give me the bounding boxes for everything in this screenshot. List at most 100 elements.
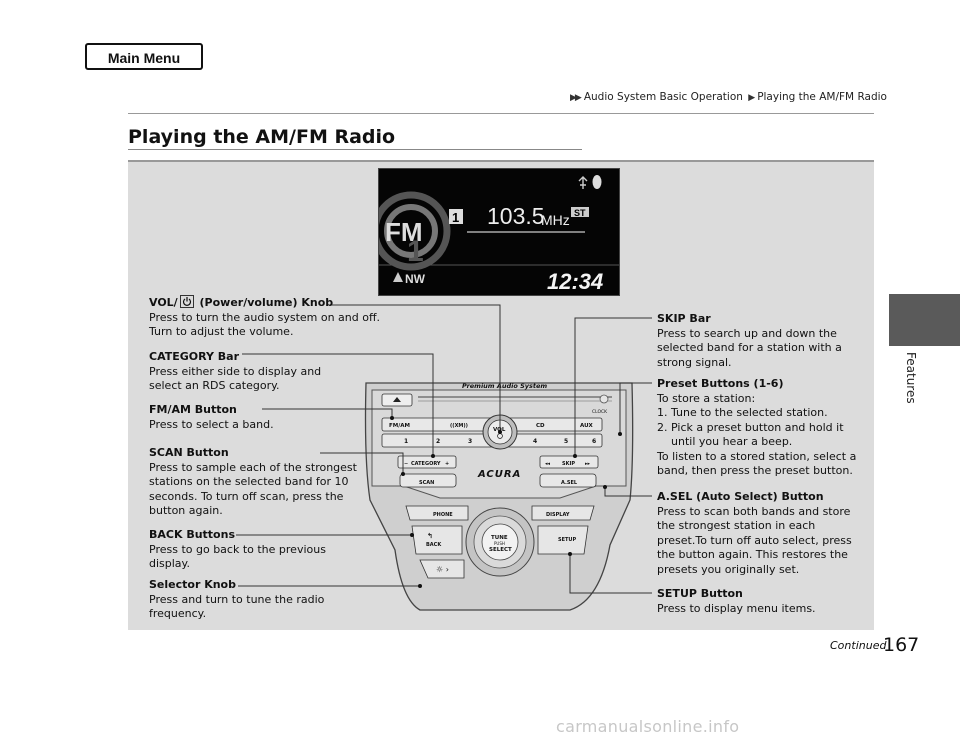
callout-vol-knob: VOL/ (Power/volume) Knob Press to turn t… — [149, 295, 380, 340]
aux-button[interactable]: AUX — [580, 423, 594, 429]
fm-am-button[interactable]: FM/AM — [389, 423, 410, 429]
callout-line: Press to sample each of the strongest — [149, 460, 357, 474]
callout-line: the strongest station in each — [657, 519, 816, 532]
back-label: BACK — [426, 542, 442, 548]
callout-title: FM/AM Button — [149, 403, 237, 416]
asel-button[interactable] — [539, 473, 597, 488]
callout-category-bar: CATEGORY Bar Press either side to displa… — [149, 350, 321, 394]
leader-dot — [568, 552, 572, 556]
preset-big: 1 — [407, 235, 424, 268]
brightness-button[interactable] — [419, 559, 465, 579]
callout-line: Press to scan both bands and store — [657, 504, 851, 518]
callout-line: Press to go back to the previous — [149, 542, 326, 556]
leader-dot — [498, 430, 502, 434]
callout-line: To store a station: — [657, 391, 756, 405]
leader-fmam — [262, 408, 393, 418]
stereo-label: ST — [574, 208, 586, 218]
callout-line: frequency. — [149, 607, 207, 620]
scan-button[interactable] — [399, 473, 457, 488]
category-label: CATEGORY — [411, 461, 441, 467]
preset-button-1[interactable]: 1 — [404, 438, 408, 445]
radio-display-screen: FM 1 1 103.5 MHz ST NW 12:34 — [371, 168, 620, 296]
callout-preset-buttons: Preset Buttons (1-6) To store a station:… — [657, 377, 856, 479]
clock-set-button[interactable] — [599, 394, 609, 404]
selector-knob[interactable] — [481, 523, 519, 561]
callout-step: 2. Pick a preset button and hold it — [657, 420, 844, 434]
leader-dot — [431, 454, 435, 458]
leader-category — [242, 353, 434, 456]
leader-scan — [320, 452, 404, 474]
scan-label: SCAN — [419, 480, 434, 486]
display-button[interactable] — [531, 505, 595, 521]
chapter-tab[interactable] — [889, 294, 960, 346]
skip-label: SKIP — [562, 461, 575, 467]
phone-label: PHONE — [433, 512, 453, 518]
stereo-badge — [571, 207, 589, 217]
preset-number: 1 — [452, 210, 459, 225]
fm-ring-inner — [384, 204, 438, 258]
callout-line: To listen to a stored station, select a — [657, 449, 857, 463]
compass-arrow-icon — [393, 272, 403, 282]
callout-title: CATEGORY Bar — [149, 350, 240, 363]
callout-line: preset.To turn off auto select, press — [657, 533, 852, 547]
display-label: DISPLAY — [546, 512, 570, 518]
skip-bar[interactable] — [539, 455, 599, 469]
leader-skip — [574, 317, 652, 456]
callout-line: button again. — [149, 504, 223, 517]
leader-dot — [410, 533, 414, 537]
watermark: carmanualsonline.info — [556, 717, 740, 736]
callout-scan-button: SCAN Button Press to sample each of the … — [149, 446, 357, 519]
preset-button-6[interactable]: 6 — [592, 438, 596, 445]
preset-button-5[interactable]: 5 — [564, 438, 568, 445]
callout-line: seconds. To turn off scan, press the — [149, 489, 344, 503]
preset-button-2[interactable]: 2 — [436, 438, 440, 445]
callout-title: VOL/ (Power/volume) Knob — [149, 295, 334, 309]
callout-title: SKIP Bar — [657, 312, 711, 325]
setup-label: SETUP — [558, 537, 576, 543]
callout-fmam-button: FM/AM Button Press to select a band. — [149, 403, 274, 432]
cd-button[interactable]: CD — [536, 423, 545, 429]
header-rule — [128, 113, 874, 114]
callout-line: the button again. This restores the — [657, 548, 848, 561]
title-rule — [128, 149, 582, 150]
callout-line: select an RDS category. — [149, 379, 280, 392]
main-menu-button[interactable]: Main Menu — [85, 43, 203, 70]
continued-label: Continued — [830, 639, 887, 652]
callout-title: A.SEL (Auto Select) Button — [657, 490, 824, 503]
callout-line: Press and turn to tune the radio — [149, 592, 325, 606]
callout-skip-bar: SKIP Bar Press to search up and down the… — [657, 312, 842, 370]
category-bar[interactable] — [397, 455, 457, 469]
page-title: Playing the AM/FM Radio — [128, 126, 396, 148]
back-button[interactable] — [411, 525, 463, 555]
preset-button-4[interactable]: 4 — [533, 438, 537, 445]
leader-preset — [619, 382, 652, 434]
callout-line: Press to display menu items. — [657, 601, 816, 615]
clock-label: CLOCK — [592, 409, 608, 415]
acura-logo: ACURA — [477, 469, 521, 480]
brightness-icon: ☼ › — [436, 565, 449, 574]
premium-audio-label: Premium Audio System — [462, 382, 547, 390]
leader-dots — [390, 416, 622, 588]
callout-line: strong signal. — [657, 355, 732, 369]
callout-title: SCAN Button — [149, 446, 229, 459]
frequency-value: 103.5 — [487, 203, 545, 229]
breadcrumb-parent[interactable]: Audio System Basic Operation — [583, 91, 743, 103]
callout-asel-button: A.SEL (Auto Select) Button Press to scan… — [657, 490, 852, 577]
breadcrumb-current: Playing the AM/FM Radio — [757, 91, 887, 103]
eject-icon — [393, 397, 401, 402]
callout-step-cont: until you hear a beep. — [671, 435, 793, 448]
setup-button[interactable] — [537, 525, 589, 555]
leader-dot — [390, 416, 394, 420]
back-arrow-icon: ↰ — [427, 532, 433, 540]
callout-title: Selector Knob — [149, 578, 236, 591]
xm-button[interactable]: ((XM)) — [450, 423, 468, 429]
callout-line: Press to turn the audio system on and of… — [149, 310, 381, 324]
leader-lines — [236, 304, 652, 594]
clock-display: 12:34 — [547, 269, 603, 294]
callout-line: Turn to adjust the volume. — [149, 325, 294, 338]
skip-forward-icon: ▸▸ — [585, 461, 591, 467]
leader-dot — [418, 584, 422, 588]
phone-button[interactable] — [405, 505, 469, 521]
preset-button-3[interactable]: 3 — [468, 438, 472, 445]
